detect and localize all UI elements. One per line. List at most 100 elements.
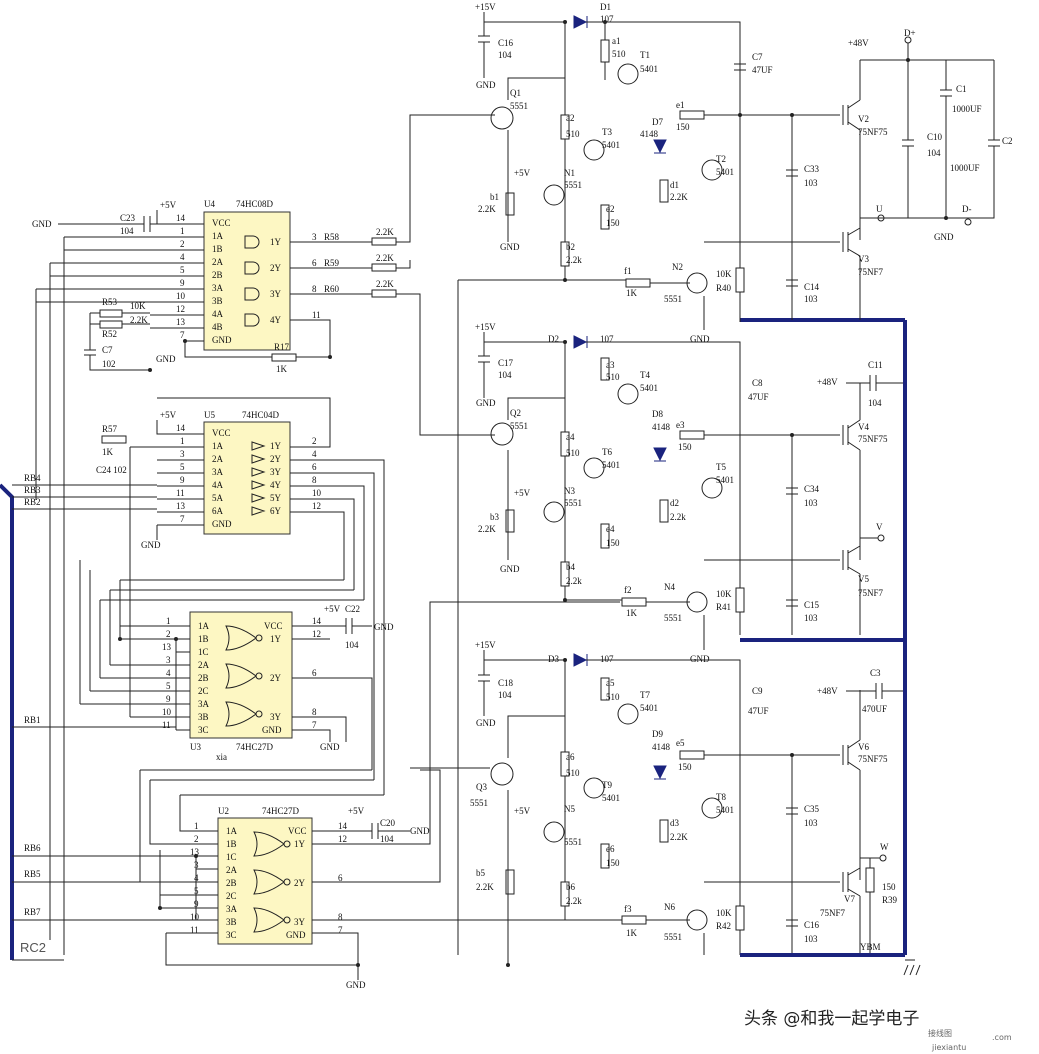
junction-dot <box>906 58 910 62</box>
rb3-label: RB3 <box>24 485 41 495</box>
v-terminal <box>877 534 885 542</box>
c14-value: 103 <box>804 294 818 304</box>
u2-pin: 1Y <box>294 839 306 849</box>
r41-name: R41 <box>716 602 731 612</box>
rb6-label: RB6 <box>24 843 41 853</box>
gnd-label: GND <box>476 80 496 90</box>
u2-num: 13 <box>190 847 200 857</box>
junction-dot <box>148 368 152 372</box>
gnd-label: GND <box>410 826 430 836</box>
u5-pin-numbers: 14 1 3 5 9 11 13 7 2 4 6 8 10 12 <box>176 423 322 524</box>
u4-num: 5 <box>180 265 185 275</box>
u4-name: U4 <box>204 199 215 209</box>
v3-name: V3 <box>858 254 869 264</box>
u4-num: 11 <box>312 310 321 320</box>
u3-num: 11 <box>162 720 171 730</box>
d9-value: 4148 <box>652 742 671 752</box>
u3-pin: 3A <box>198 699 210 709</box>
p5v-label: +5V <box>514 168 531 178</box>
w-output-label: W <box>880 842 889 852</box>
u4-num: 14 <box>176 213 186 223</box>
phase2-wires <box>420 397 705 650</box>
c35-c16-capacitors <box>786 755 798 955</box>
b2-value: 2.2k <box>566 255 582 265</box>
phase3-supply <box>586 659 741 955</box>
v4-name: V4 <box>858 422 869 432</box>
r17-resistor <box>271 353 297 362</box>
rc2-label: RC2 <box>20 940 46 955</box>
b5-value: 2.2K <box>476 882 494 892</box>
r42-value: 10K <box>716 908 732 918</box>
u3-pin: 3Y <box>270 712 282 722</box>
v6-value: 75NF75 <box>858 754 888 764</box>
c18-name: C18 <box>498 678 514 688</box>
d7-value: 4148 <box>640 129 659 139</box>
u3-num: 2 <box>166 629 171 639</box>
gnd-label: GND <box>476 718 496 728</box>
e1-resistor <box>679 110 705 120</box>
b3-value: 2.2K <box>478 524 496 534</box>
q1-value: 5551 <box>510 101 528 111</box>
b6-resistor <box>560 881 570 907</box>
u3-pin: 1A <box>198 621 210 631</box>
u3-num: 7 <box>312 720 317 730</box>
watermark-url: jiexiantu <box>931 1043 966 1052</box>
gnd-label: GND <box>690 334 710 344</box>
u5-pin-labels: VCC 1A 2A 3A 4A 5A 6A GND 1Y 2Y 3Y 4Y 5Y… <box>212 428 282 529</box>
e3-name: e3 <box>676 420 685 430</box>
u5-num: 3 <box>180 449 185 459</box>
d7-name: D7 <box>652 117 663 127</box>
r58-name: R58 <box>324 232 340 242</box>
c7-value: 47UF <box>752 65 773 75</box>
u5-pin: 1A <box>212 441 224 451</box>
d1-value: 107 <box>600 14 614 24</box>
t2-value: 5401 <box>716 167 734 177</box>
u4-part: 74HC08D <box>236 199 274 209</box>
c10-capacitor <box>902 60 914 218</box>
f2-name: f2 <box>624 585 632 595</box>
n5-transistor <box>543 821 565 843</box>
u2-num: 11 <box>190 925 199 935</box>
u3-pin: 3B <box>198 712 209 722</box>
u4-feed-lines <box>35 237 65 955</box>
u3-output-wires <box>292 618 373 770</box>
u5-num: 14 <box>176 423 186 433</box>
v4-v5-mosfets <box>704 383 861 635</box>
r40-name: R40 <box>716 283 732 293</box>
d2r-value: 2.2k <box>670 512 686 522</box>
u4-num: 10 <box>176 291 186 301</box>
c33-c14-capacitors <box>786 115 798 315</box>
t8-transistor <box>701 797 723 819</box>
d2-name: D2 <box>548 334 559 344</box>
u4-num: 6 <box>312 258 317 268</box>
u4-input-wires <box>36 223 204 342</box>
v6-name: V6 <box>858 742 869 752</box>
u4-pin-gnd: GND <box>212 335 232 345</box>
junction-dot <box>563 598 567 602</box>
u5-input-wires <box>130 420 204 540</box>
d1-diode <box>573 15 588 29</box>
n4-name: N4 <box>664 582 675 592</box>
v2-value: 75NF75 <box>858 127 888 137</box>
e1-name: e1 <box>676 100 685 110</box>
f1-value: 1K <box>626 288 638 298</box>
b3-resistor <box>505 509 515 533</box>
c2-value: 1000UF <box>950 163 980 173</box>
r57-name: R57 <box>102 424 118 434</box>
p5v-label: +5V <box>160 200 177 210</box>
left-bus <box>0 483 14 960</box>
u4-pin-2b: 2B <box>212 270 223 280</box>
u5-output-wires <box>157 397 385 795</box>
d3r-name: d3 <box>670 818 680 828</box>
c8-name: C8 <box>752 378 763 388</box>
v-output-label: V <box>876 522 883 532</box>
u3-pin: 2B <box>198 673 209 683</box>
c17-wires <box>478 332 566 600</box>
u2-pin: VCC <box>288 826 307 836</box>
r39-resistor <box>865 867 875 893</box>
c8-value: 47UF <box>748 392 769 402</box>
t8-name: T8 <box>716 792 726 802</box>
junction-dot <box>563 20 567 24</box>
phase2-supply <box>586 341 741 635</box>
